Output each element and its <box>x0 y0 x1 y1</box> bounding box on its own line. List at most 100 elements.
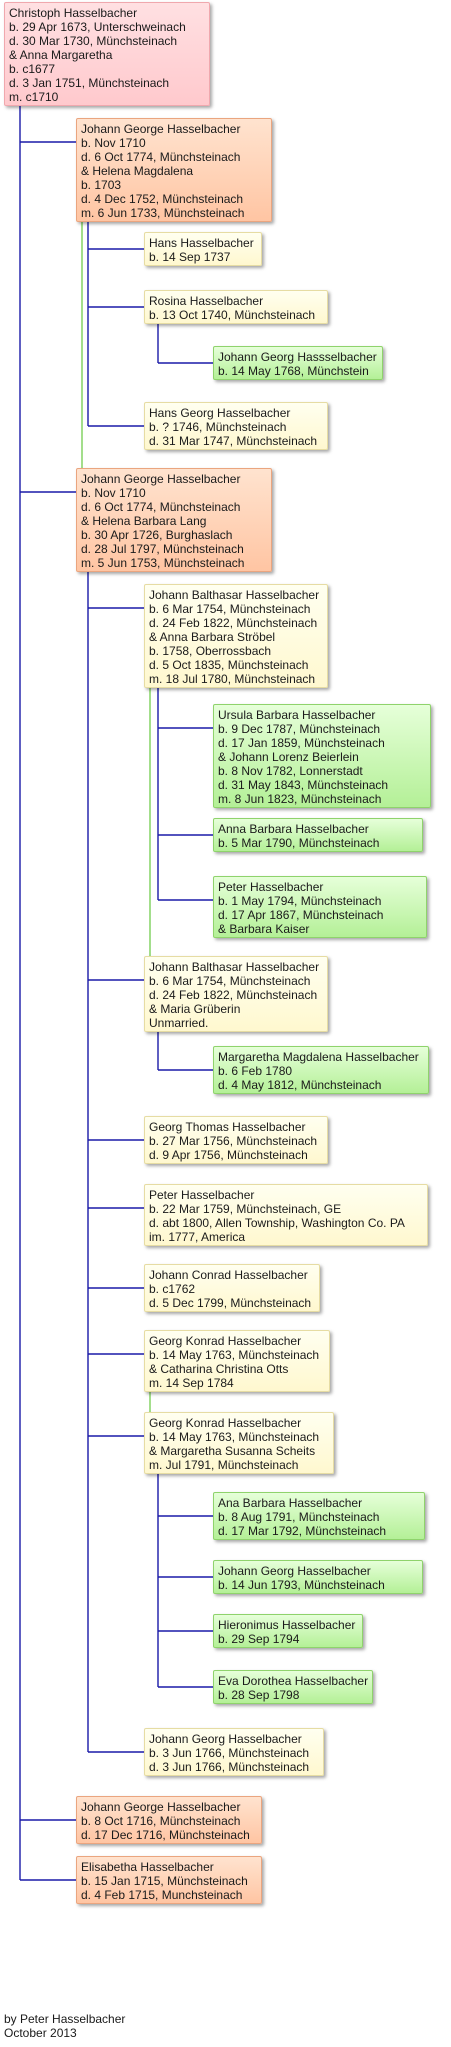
person-detail: im. 1777, America <box>149 1230 246 1244</box>
person-detail: Unmarried. <box>149 1016 209 1030</box>
person-name: Johann George Hasselbacher <box>81 472 241 486</box>
person-detail: d. 17 Jan 1859, Münchsteinach <box>218 736 385 750</box>
person-detail: d. 5 Oct 1835, Münchsteinach <box>149 658 309 672</box>
person-detail: d. 28 Jul 1797, Münchsteinach <box>81 542 244 556</box>
person-detail: d. 24 Feb 1822, Münchsteinach <box>149 616 318 630</box>
person-name: Anna Barbara Hasselbacher <box>218 822 369 836</box>
person-name: Peter Hasselbacher <box>149 1188 255 1202</box>
person-name: Johann Conrad Hasselbacher <box>149 1268 308 1282</box>
person-name: Johann Georg Hasselbacher <box>218 1564 371 1578</box>
person-name: Johann George Hasselbacher <box>81 1800 241 1814</box>
person-detail: & Anna Barbara Ströbel <box>149 630 276 644</box>
person-detail: d. 3 Jan 1751, Münchsteinach <box>9 76 170 90</box>
person-detail: b. 9 Dec 1787, Münchsteinach <box>218 722 381 736</box>
person-detail: & Barbara Kaiser <box>218 922 310 936</box>
person-detail: b. 30 Apr 1726, Burghaslach <box>81 528 233 542</box>
person-detail: b. 3 Jun 1766, Münchsteinach <box>149 1746 310 1760</box>
person-detail: d. abt 1800, Allen Township, Washington … <box>149 1216 405 1230</box>
person-detail: m. 6 Jun 1733, Münchsteinach <box>81 206 245 220</box>
person-detail: b. c1677 <box>9 62 56 76</box>
person-detail: b. 27 Mar 1756, Münchsteinach <box>149 1134 318 1148</box>
footer-date: October 2013 <box>4 2026 77 2040</box>
person-detail: b. 6 Mar 1754, Münchsteinach <box>149 602 311 616</box>
person-name: Margaretha Magdalena Hasselbacher <box>218 1050 419 1064</box>
person-name: Hans Hasselbacher <box>149 236 254 250</box>
person-detail: b. 29 Sep 1794 <box>218 1632 300 1646</box>
person-name: Georg Konrad Hasselbacher <box>149 1334 302 1348</box>
person-detail: & Catharina Christina Otts <box>149 1362 289 1376</box>
person-detail: d. 4 Feb 1715, Munchsteinach <box>81 1888 243 1902</box>
person-name: Elisabetha Hasselbacher <box>81 1860 214 1874</box>
person-detail: d. 3 Jun 1766, Münchsteinach <box>149 1760 310 1774</box>
person-name: Hans Georg Hasselbacher <box>149 406 291 420</box>
person-detail: & Johann Lorenz Beierlein <box>218 750 359 764</box>
person-detail: m. 14 Sep 1784 <box>149 1376 234 1390</box>
person-name: Rosina Hasselbacher <box>149 294 264 308</box>
person-detail: b. 1703 <box>81 178 122 192</box>
person-detail: d. 17 Mar 1792, Münchsteinach <box>218 1524 387 1538</box>
person-name: Johann Georg Hassselbacher <box>218 350 377 364</box>
person-detail: & Helena Magdalena <box>81 164 194 178</box>
person-detail: b. 14 Sep 1737 <box>149 250 231 264</box>
person-detail: b. 8 Aug 1791, Münchsteinach <box>218 1510 380 1524</box>
person-detail: b. c1762 <box>149 1282 196 1296</box>
person-detail: b. 6 Mar 1754, Münchsteinach <box>149 974 311 988</box>
person-detail: b. 1 May 1794, Münchsteinach <box>218 894 382 908</box>
person-detail: b. Nov 1710 <box>81 136 146 150</box>
person-detail: m. Jul 1791, Münchsteinach <box>149 1458 299 1472</box>
person-detail: b. 15 Jan 1715, Münchsteinach <box>81 1874 248 1888</box>
person-detail: b. 28 Sep 1798 <box>218 1688 300 1702</box>
person-detail: b. 1758, Oberrossbach <box>149 644 272 658</box>
person-detail: b. 14 Jun 1793, Münchsteinach <box>218 1578 385 1592</box>
person-name: Peter Hasselbacher <box>218 880 324 894</box>
person-detail: b. 5 Mar 1790, Münchsteinach <box>218 836 380 850</box>
person-detail: m. c1710 <box>9 90 59 104</box>
person-name: Hieronimus Hasselbacher <box>218 1618 356 1632</box>
person-detail: b. 6 Feb 1780 <box>218 1064 293 1078</box>
person-detail: d. 4 May 1812, Münchsteinach <box>218 1078 382 1092</box>
person-detail: & Anna Margaretha <box>9 48 113 62</box>
person-detail: b. 13 Oct 1740, Münchsteinach <box>149 308 316 322</box>
person-detail: b. 29 Apr 1673, Unterschweinach <box>9 20 186 34</box>
person-name: Ana Barbara Hasselbacher <box>218 1496 363 1510</box>
person-detail: b. 14 May 1768, Münchstein <box>218 364 369 378</box>
person-name: Eva Dorothea Hasselbacher <box>218 1674 369 1688</box>
person-detail: d. 6 Oct 1774, Münchsteinach <box>81 500 241 514</box>
person-name: Ursula Barbara Hasselbacher <box>218 708 376 722</box>
person-detail: m. 18 Jul 1780, Münchsteinach <box>149 672 316 686</box>
person-detail: d. 17 Apr 1867, Münchsteinach <box>218 908 384 922</box>
person-detail: d. 5 Dec 1799, Münchsteinach <box>149 1296 312 1310</box>
person-name: Johann Balthasar Hasselbacher <box>149 588 320 602</box>
person-detail: b. Nov 1710 <box>81 486 146 500</box>
person-name: Georg Thomas Hasselbacher <box>149 1120 306 1134</box>
person-detail: d. 30 Mar 1730, Münchsteinach <box>9 34 178 48</box>
person-detail: m. 5 Jun 1753, Münchsteinach <box>81 556 245 570</box>
person-detail: d. 9 Apr 1756, Münchsteinach <box>149 1148 308 1162</box>
person-detail: b. 22 Mar 1759, Münchsteinach, GE <box>149 1202 342 1216</box>
person-detail: & Maria Grüberin <box>149 1002 241 1016</box>
person-detail: d. 4 Dec 1752, Münchsteinach <box>81 192 244 206</box>
footer-author: by Peter Hasselbacher <box>4 2012 126 2026</box>
